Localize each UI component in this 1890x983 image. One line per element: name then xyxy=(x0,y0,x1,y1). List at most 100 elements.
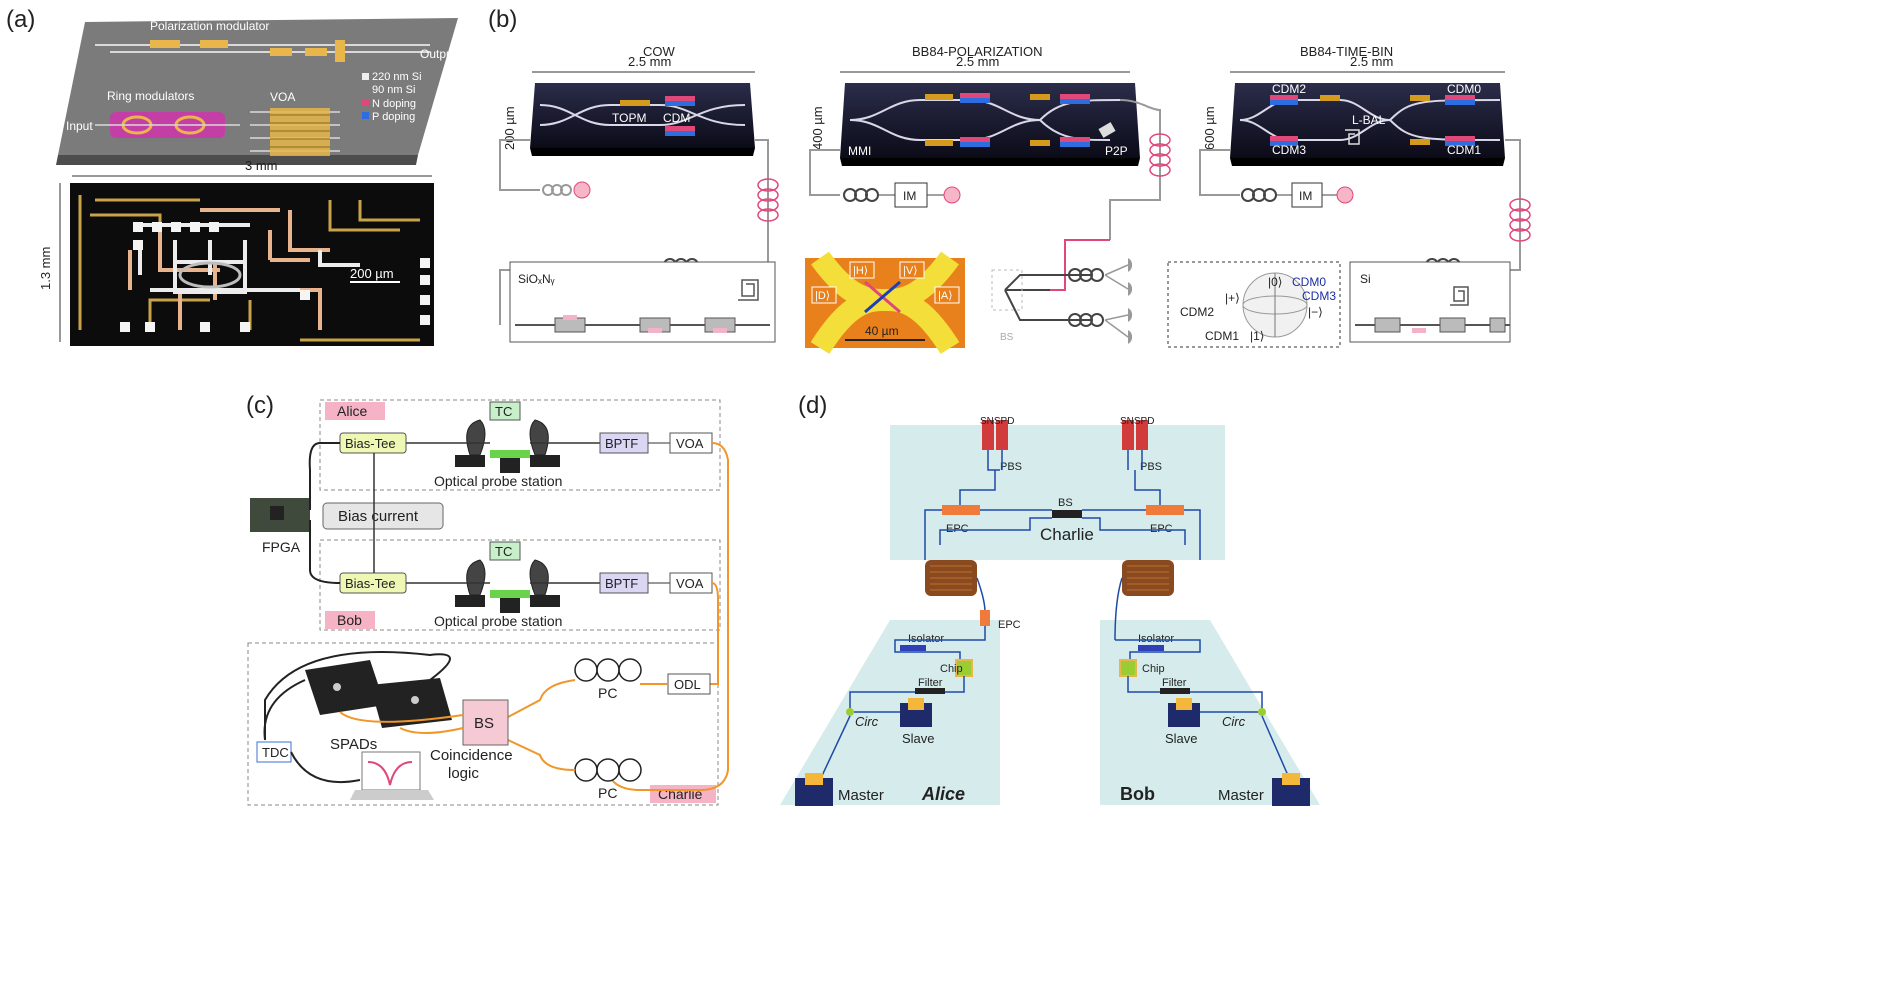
b-tb-cdm2-label: CDM2 xyxy=(1272,82,1306,96)
c-bs-box xyxy=(462,699,509,746)
panel-d-label: (d) xyxy=(798,392,827,419)
d-bob-circulator xyxy=(1258,708,1266,716)
d-bob-filter-label: Filter xyxy=(1162,677,1187,689)
b-tb-height-label: 600 µm xyxy=(1202,106,1217,150)
b-tb-width-label: 2.5 mm xyxy=(1350,54,1393,69)
d-alice-fiber-2 xyxy=(849,676,965,712)
b-pol-fiber-left xyxy=(809,149,840,196)
panel-d: (d) SNSPD SNSPD PBS PBS EPC EPC BS Charl… xyxy=(780,392,1320,806)
d-bob-label: Bob xyxy=(1120,784,1155,804)
d-bob-slave-label: Slave xyxy=(1165,731,1198,746)
b-cow-fiber-right xyxy=(620,139,769,271)
c-fpga-cables xyxy=(308,442,341,584)
c-bob-tc-label: TC xyxy=(495,544,512,559)
d-snspd-right-label: SNSPD xyxy=(1120,416,1154,427)
b-tb-bloch-zero: |0⟩ xyxy=(1268,275,1282,289)
b-cow-receiver-elements xyxy=(554,317,736,333)
d-alice-master-laser xyxy=(805,773,823,785)
b-pol-im-label: IM xyxy=(903,189,916,203)
b-tb-im-label: IM xyxy=(1299,189,1312,203)
b-tb-receiver-box xyxy=(1349,261,1511,343)
c-fpga-label: FPGA xyxy=(262,539,301,555)
b-cow-cdm-p xyxy=(665,101,695,106)
d-bob-fiber-3 xyxy=(1200,711,1291,781)
d-alice-circulator xyxy=(846,708,854,716)
a-polarization-modulator-label: Polarization modulator xyxy=(150,19,269,33)
b-pol-im-box xyxy=(894,182,928,208)
d-bs-label: BS xyxy=(1058,497,1073,509)
d-alice-label: Alice xyxy=(921,784,965,804)
c-bob-bias-tee-label: Bias-Tee xyxy=(345,576,396,591)
d-snspd-right xyxy=(1122,420,1148,450)
b-tb-chip-edge xyxy=(1230,158,1505,166)
b-cow-spool-icon xyxy=(757,178,779,222)
b-cow-chip xyxy=(530,83,755,148)
b-tb-receiver-elements xyxy=(1374,317,1506,333)
b-tb-bloch-cdm1: CDM1 xyxy=(1205,329,1239,343)
b-cow-title: COW xyxy=(643,44,676,59)
d-bob-chip-label: Chip xyxy=(1142,663,1165,675)
d-snspd-fibers xyxy=(959,450,1161,505)
c-bob-box xyxy=(319,539,721,631)
a-output-label: Output xyxy=(420,47,457,61)
d-bob-circ-label: Circ xyxy=(1222,714,1246,729)
d-spool-right xyxy=(1122,560,1174,596)
c-pc-top xyxy=(574,658,642,682)
a-micrograph-traces-gold xyxy=(78,195,420,342)
c-fiber-spads xyxy=(339,711,464,734)
c-bob-label: Bob xyxy=(337,612,362,628)
b-cow-cdm-n2 xyxy=(665,126,695,131)
b-tb-material-label: Si xyxy=(1360,272,1371,286)
b-pol-p2p-label: P2P xyxy=(1105,144,1128,158)
b-cow-topm-label: TOPM xyxy=(612,111,646,125)
panel-c-label: (c) xyxy=(246,392,274,419)
b-tb-pc-icon xyxy=(1241,188,1277,202)
b-pol-fiber-pink xyxy=(1050,239,1110,291)
a-legend-n-doping: N doping xyxy=(372,98,416,110)
c-alice-bias-tee-label: Bias-Tee xyxy=(345,436,396,451)
c-bs-label: BS xyxy=(474,715,494,732)
b-polarization-section: BB84-POLARIZATION 2.5 mm 400 µm MMI P2P xyxy=(805,44,1171,354)
a-micrograph xyxy=(70,183,434,346)
b-tb-bloch-minus: |−⟩ xyxy=(1308,305,1323,319)
d-bs xyxy=(1052,510,1082,518)
b-cow-fiber-left xyxy=(499,139,540,191)
b-pol-detectors xyxy=(1128,258,1133,344)
d-alice-circ-label: Circ xyxy=(855,714,879,729)
b-cow-height-label: 200 µm xyxy=(502,106,517,150)
panel-a: (a) Polarization modulator Output Ring m… xyxy=(6,6,458,346)
b-tb-bloch-cdm0: CDM0 xyxy=(1292,275,1326,289)
d-charlie-label: Charlie xyxy=(1040,525,1094,544)
c-alice-probe-station xyxy=(406,419,600,473)
c-odl-label: ODL xyxy=(674,677,701,692)
b-tb-spool-icon xyxy=(1509,198,1531,242)
d-bob-fiber-2 xyxy=(1127,676,1263,712)
a-input-label: Input xyxy=(66,119,93,133)
b-pol-pc-icon xyxy=(843,188,879,202)
a-width-label: 3 mm xyxy=(245,158,278,173)
d-pbs-right-label: PBS xyxy=(1140,461,1162,473)
b-cow-chip-edge xyxy=(530,148,755,156)
c-tdc-label: TDC xyxy=(262,745,289,760)
b-pol-inset-states: |H⟩ |V⟩ |D⟩ |A⟩ xyxy=(811,261,960,304)
c-spad-detectors xyxy=(305,660,452,728)
b-cow-pc-icon xyxy=(542,184,572,196)
b-cow-width-label: 2.5 mm xyxy=(628,54,671,69)
b-pol-mmi-label: MMI xyxy=(848,144,871,158)
d-alice-isolator-label: Isolator xyxy=(908,633,944,645)
b-cow-receiver-heaters xyxy=(563,315,727,333)
d-alice-filter xyxy=(915,688,945,694)
b-tb-im-box xyxy=(1291,182,1323,208)
c-pc-top-label: PC xyxy=(598,685,617,701)
d-alice-epc xyxy=(980,610,990,626)
c-bias-current-box xyxy=(322,502,444,530)
d-alice-isolator xyxy=(900,645,926,651)
b-pol-bs-box xyxy=(991,269,1023,311)
b-cow-delay-spiral xyxy=(738,279,759,301)
d-alice-epc-label: EPC xyxy=(998,619,1021,631)
c-charlie-label: Charlie xyxy=(658,786,703,802)
d-epc-right-label: EPC xyxy=(1150,523,1173,535)
b-cow-cdm-label: CDM xyxy=(663,111,690,125)
c-charlie-box xyxy=(247,642,719,806)
